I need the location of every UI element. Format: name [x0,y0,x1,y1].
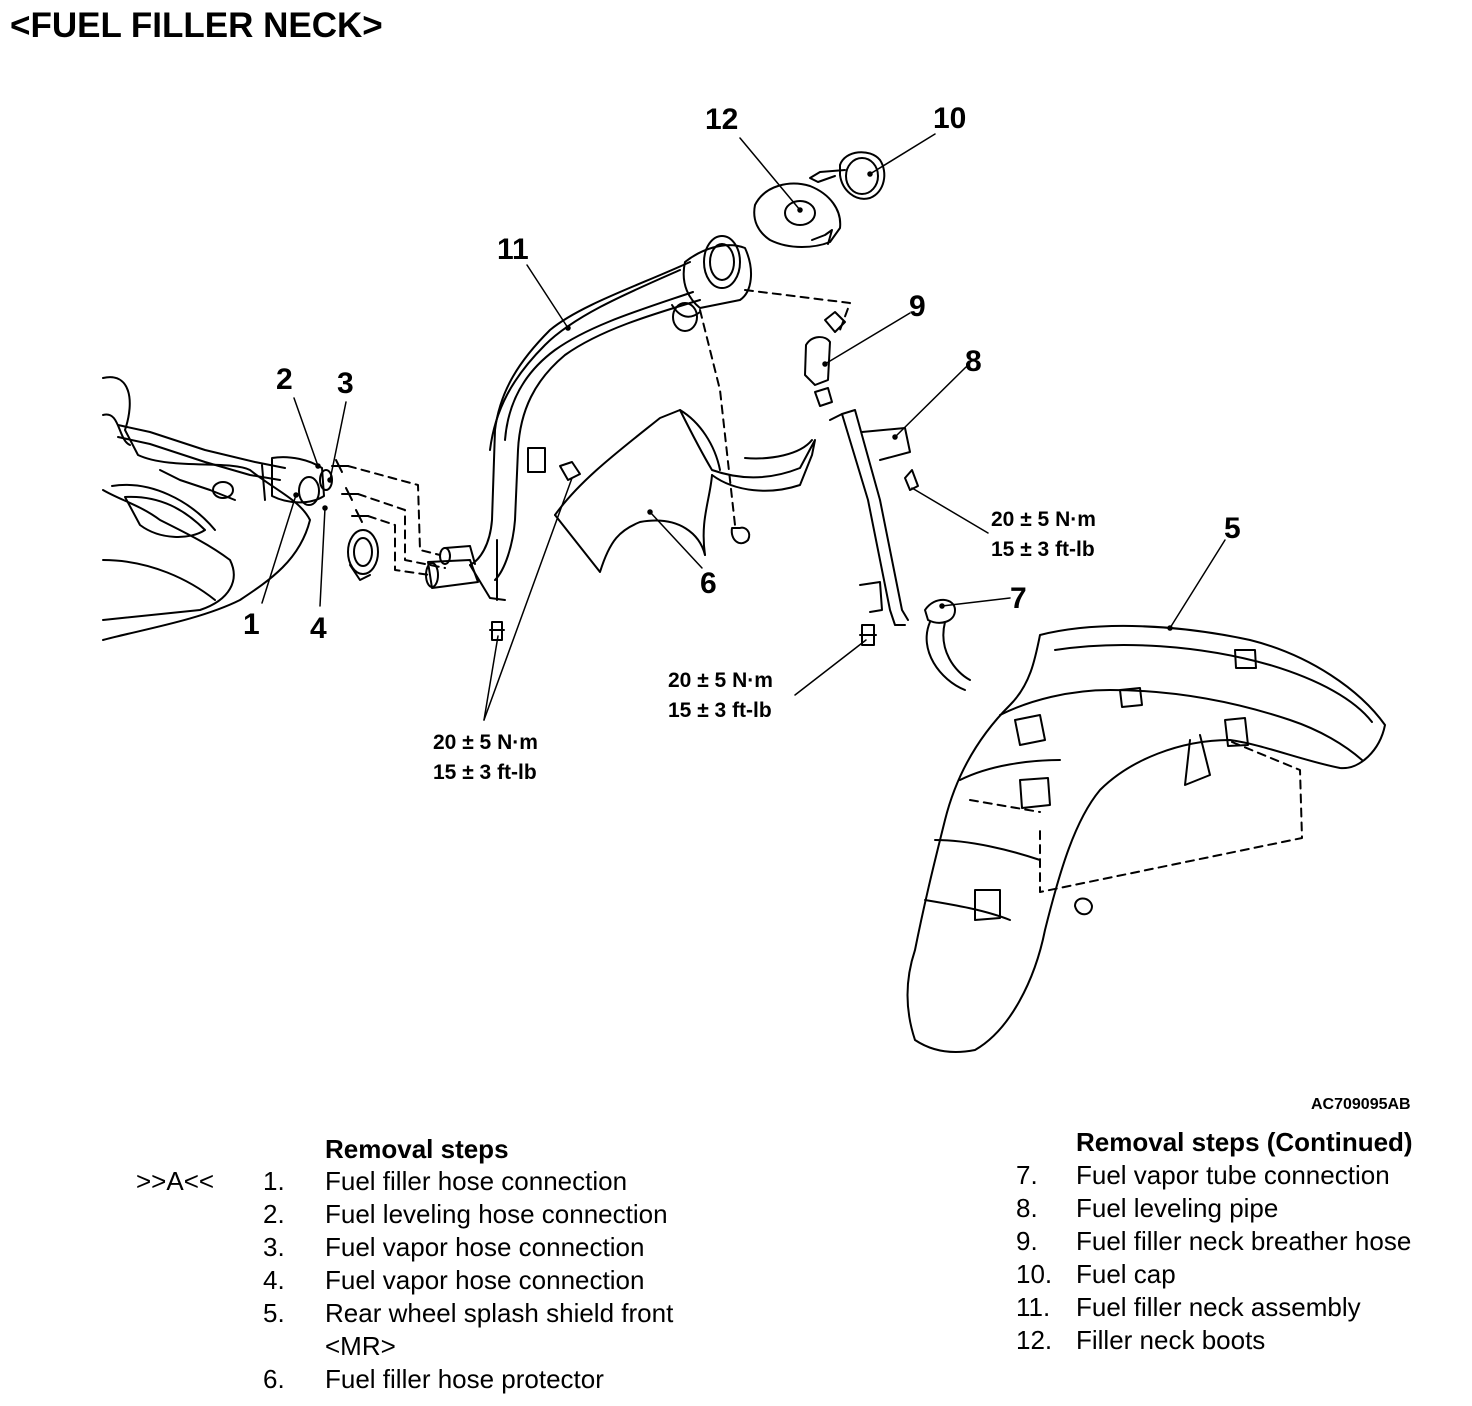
torque-spec-right: 20 ± 5 N·m 15 ± 3 ft-lb [991,505,1096,565]
step-text: Fuel vapor hose connection [325,1265,645,1295]
breather-hose-and-leveling-pipe-drawing [804,311,919,646]
step-number: 7. [1016,1160,1038,1190]
step-text: Fuel filler hose protector [325,1364,604,1394]
callout-9: 9 [909,290,926,323]
step-number: 9. [1016,1226,1038,1256]
callout-12: 12 [705,103,739,136]
callout-2: 2 [276,363,293,396]
step-text: Fuel leveling hose connection [325,1199,668,1229]
step-text: Filler neck boots [1076,1325,1266,1355]
removal-steps-header: Removal steps [325,1134,509,1164]
torque-nm: 20 ± 5 N·m [991,508,1096,531]
callout-8: 8 [965,345,982,378]
fuel-filler-neck-diagram [102,133,1386,1053]
step-text: Fuel leveling pipe [1076,1193,1279,1223]
torque-ftlb: 15 ± 3 ft-lb [668,699,772,722]
vapor-tube-drawing [924,598,971,691]
removal-steps-continued-header: Removal steps (Continued) [1076,1127,1413,1157]
step-number: 3. [263,1232,285,1262]
callout-3: 3 [337,367,354,400]
step-text: Fuel filler neck breather hose [1076,1226,1412,1256]
step-number: 12. [1016,1325,1053,1355]
step-text: Fuel vapor hose connection [325,1232,645,1262]
filler-neck-assembly-drawing [425,235,851,641]
fuel-tank-drawing [102,376,333,641]
step-number: 11. [1016,1292,1051,1322]
torque-ftlb: 15 ± 3 ft-lb [433,761,537,784]
step-text: Fuel filler hose connection [325,1166,628,1196]
page-title: <FUEL FILLER NECK> [10,6,383,45]
step-text: Fuel cap [1076,1259,1176,1289]
callout-10: 10 [933,102,967,135]
neck-boots-and-cap-drawing [753,151,886,248]
step-text: Fuel filler neck assembly [1076,1292,1361,1322]
filler-hose-protector-drawing [554,409,816,573]
step-text: Fuel vapor tube connection [1076,1160,1390,1190]
torque-spec-left: 20 ± 5 N·m 15 ± 3 ft-lb [433,728,538,788]
callout-4: 4 [310,612,327,645]
step-number: 4. [263,1265,285,1295]
step-number: 10. [1016,1259,1053,1289]
figure-id: AC709095AB [1311,1096,1411,1113]
step-number: 5. [263,1298,285,1328]
step-number: 8. [1016,1193,1038,1223]
splash-shield-drawing [906,624,1386,1053]
service-point-marker: >>A<< [136,1166,215,1196]
torque-ftlb: 15 ± 3 ft-lb [991,538,1095,561]
callout-leaders [261,133,1226,721]
callout-7: 7 [1010,582,1027,615]
step-text: <MR> [325,1331,396,1361]
callout-1: 1 [243,608,260,641]
callout-11: 11 [497,233,529,266]
step-text: Rear wheel splash shield front [325,1298,674,1328]
torque-nm: 20 ± 5 N·m [433,731,538,754]
callout-6: 6 [700,567,717,600]
step-number: 1. [263,1166,285,1196]
torque-nm: 20 ± 5 N·m [668,669,773,692]
torque-spec-middle: 20 ± 5 N·m 15 ± 3 ft-lb [668,666,773,726]
hose-clamps-drawing [331,459,446,581]
callout-5: 5 [1224,512,1241,545]
step-number: 2. [263,1199,285,1229]
step-number: 6. [263,1364,285,1394]
